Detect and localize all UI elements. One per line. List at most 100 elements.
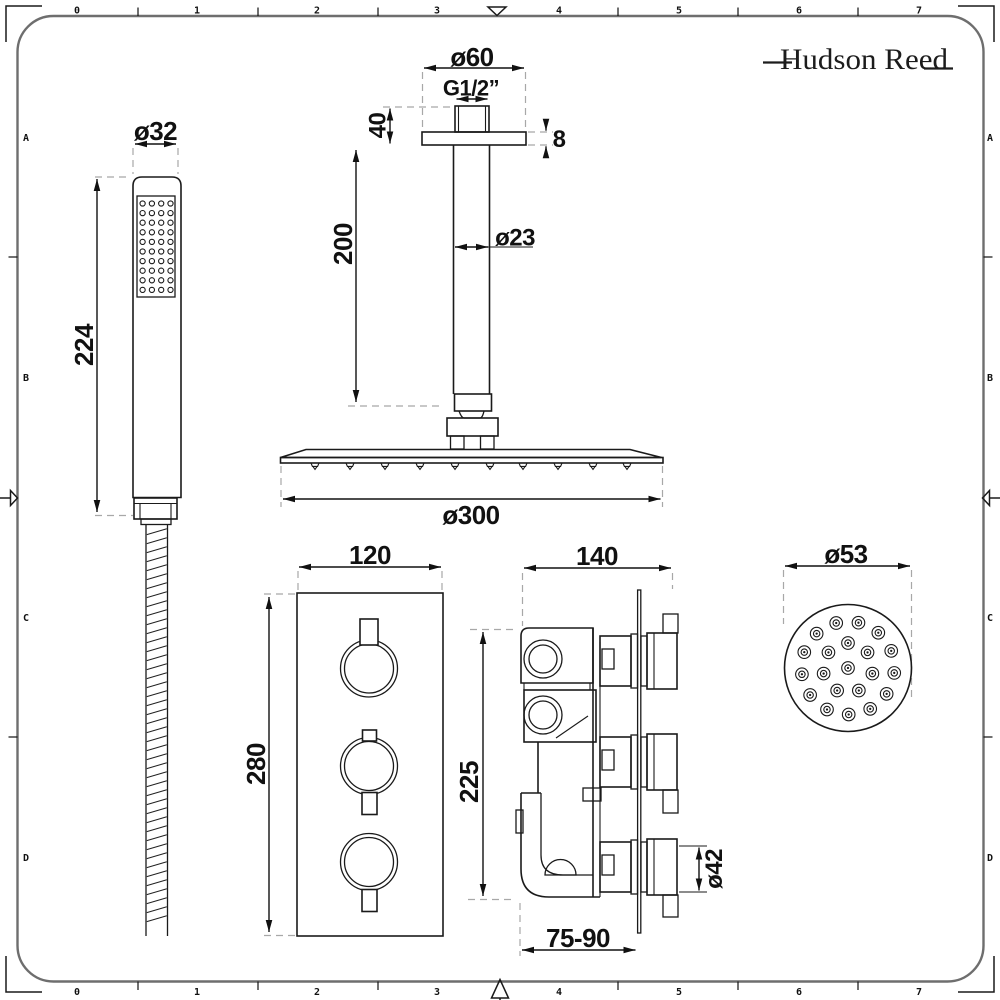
head-nozzle (553, 462, 563, 471)
spray-hole (167, 209, 174, 217)
jet-nozzle (820, 702, 834, 717)
jet-nozzle (816, 666, 831, 681)
head-nozzle (622, 462, 632, 471)
hose-rib (146, 834, 167, 842)
hose-rib (146, 852, 167, 860)
jet-nozzle-dot (890, 649, 893, 653)
head-nozzle (345, 462, 355, 471)
ruler-letter: A (987, 133, 993, 144)
knob-outer (339, 639, 399, 698)
cartridge-block (599, 841, 632, 893)
plate-washer (630, 633, 639, 689)
jet-nozzle-inner (823, 705, 831, 714)
dim-label-pipe-diameter: ø23 (495, 224, 535, 251)
head-nozzle (518, 462, 528, 471)
jet-nozzle-dot (871, 672, 874, 675)
handshower-figure: ø32 224 (69, 116, 182, 936)
jet-nozzle-inner (868, 669, 877, 678)
spray-hole (139, 267, 146, 274)
knob-side (646, 838, 678, 896)
jet-nozzles (795, 615, 902, 722)
ruler-letter: C (987, 613, 993, 624)
jet-nozzle-inner (844, 710, 853, 719)
hose-rib (146, 546, 167, 554)
head-bracket-leg (479, 435, 495, 450)
hose-rib (146, 861, 167, 869)
jet-nozzle-dot (803, 651, 806, 654)
jet-nozzle-dot (885, 692, 888, 695)
spray-hole (167, 200, 174, 207)
head-nozzle (415, 462, 425, 471)
ruler-number: 3 (434, 6, 440, 17)
spray-hole (139, 229, 146, 236)
ruler-letter: B (987, 373, 993, 384)
jet-nozzle-inner (882, 690, 891, 698)
jet-nozzle (863, 702, 878, 716)
head-bracket-leg (449, 435, 465, 450)
spray-hole (139, 286, 146, 294)
spray-hole (139, 238, 146, 246)
knob-side (646, 632, 678, 690)
hose-rib (146, 654, 167, 662)
jet-nozzle-inner (833, 686, 841, 695)
plate-washer (640, 841, 648, 893)
hose-rib (146, 789, 167, 797)
ruler-number: 3 (434, 987, 440, 998)
spray-hole (158, 267, 165, 274)
dim-label-handshower-diameter: ø32 (134, 116, 177, 146)
spray-hole (148, 286, 156, 294)
handset-spray-face (136, 195, 176, 298)
jet-nozzle-inner (806, 691, 814, 699)
spray-hole (158, 200, 165, 207)
head-nozzle (380, 462, 390, 471)
valve-port-inner (528, 644, 558, 674)
jet-nozzle-dot (847, 713, 850, 716)
head-nozzle (450, 462, 460, 471)
ceiling-arm-figure: ø60 G1/2” 8 40 200 ø23 (328, 42, 566, 450)
body-jet-figure: ø53 (782, 539, 913, 733)
jet-nozzle-dot (893, 671, 896, 675)
body-notch (515, 809, 524, 834)
head-top-bevel (280, 448, 662, 459)
jet-nozzle-inner (832, 619, 840, 627)
hose-rib (146, 690, 167, 698)
ruler-number: 6 (796, 987, 802, 998)
hose-rib (146, 717, 167, 725)
valve-body-top-block (520, 627, 594, 684)
corner-mark-top-left (5, 5, 42, 42)
spray-hole (148, 277, 156, 284)
hose-ribs (146, 528, 167, 923)
jet-nozzle-dot (857, 621, 860, 624)
hose-collar (140, 518, 172, 526)
cartridge-bottom (599, 838, 679, 918)
hose-rib (146, 825, 167, 833)
ruler-number: 5 (676, 987, 682, 998)
brand-name: Hudson Reed (780, 43, 948, 76)
hose-rib (146, 537, 167, 545)
jet-nozzle-inner (844, 664, 852, 672)
cartridge-detail (601, 648, 615, 670)
cartridge-block (599, 635, 632, 687)
head-connector-taper (458, 410, 485, 419)
hose-rib (146, 645, 167, 653)
jet-nozzle-inner (844, 639, 852, 647)
ruler-number: 6 (796, 6, 802, 17)
hose-rib (146, 636, 167, 644)
jet-nozzle (841, 636, 855, 650)
jet-nozzle-dot (825, 708, 829, 711)
hose-rib (146, 744, 167, 752)
u-pipe-boss (544, 858, 577, 876)
center-mark-top-icon (486, 6, 508, 17)
spray-hole (148, 238, 156, 246)
spray-hole (139, 219, 146, 226)
brand-logo: Hudson Reed (763, 43, 953, 76)
u-pipe-inner (540, 793, 593, 876)
ruler-left: A B C D (23, 133, 29, 864)
jet-nozzle-dot (815, 632, 818, 635)
hose-rib (146, 915, 167, 923)
hose-rib (146, 726, 167, 734)
body-tab (582, 787, 602, 802)
jet-nozzle-dot (835, 621, 838, 625)
ruler-number: 7 (916, 6, 922, 17)
